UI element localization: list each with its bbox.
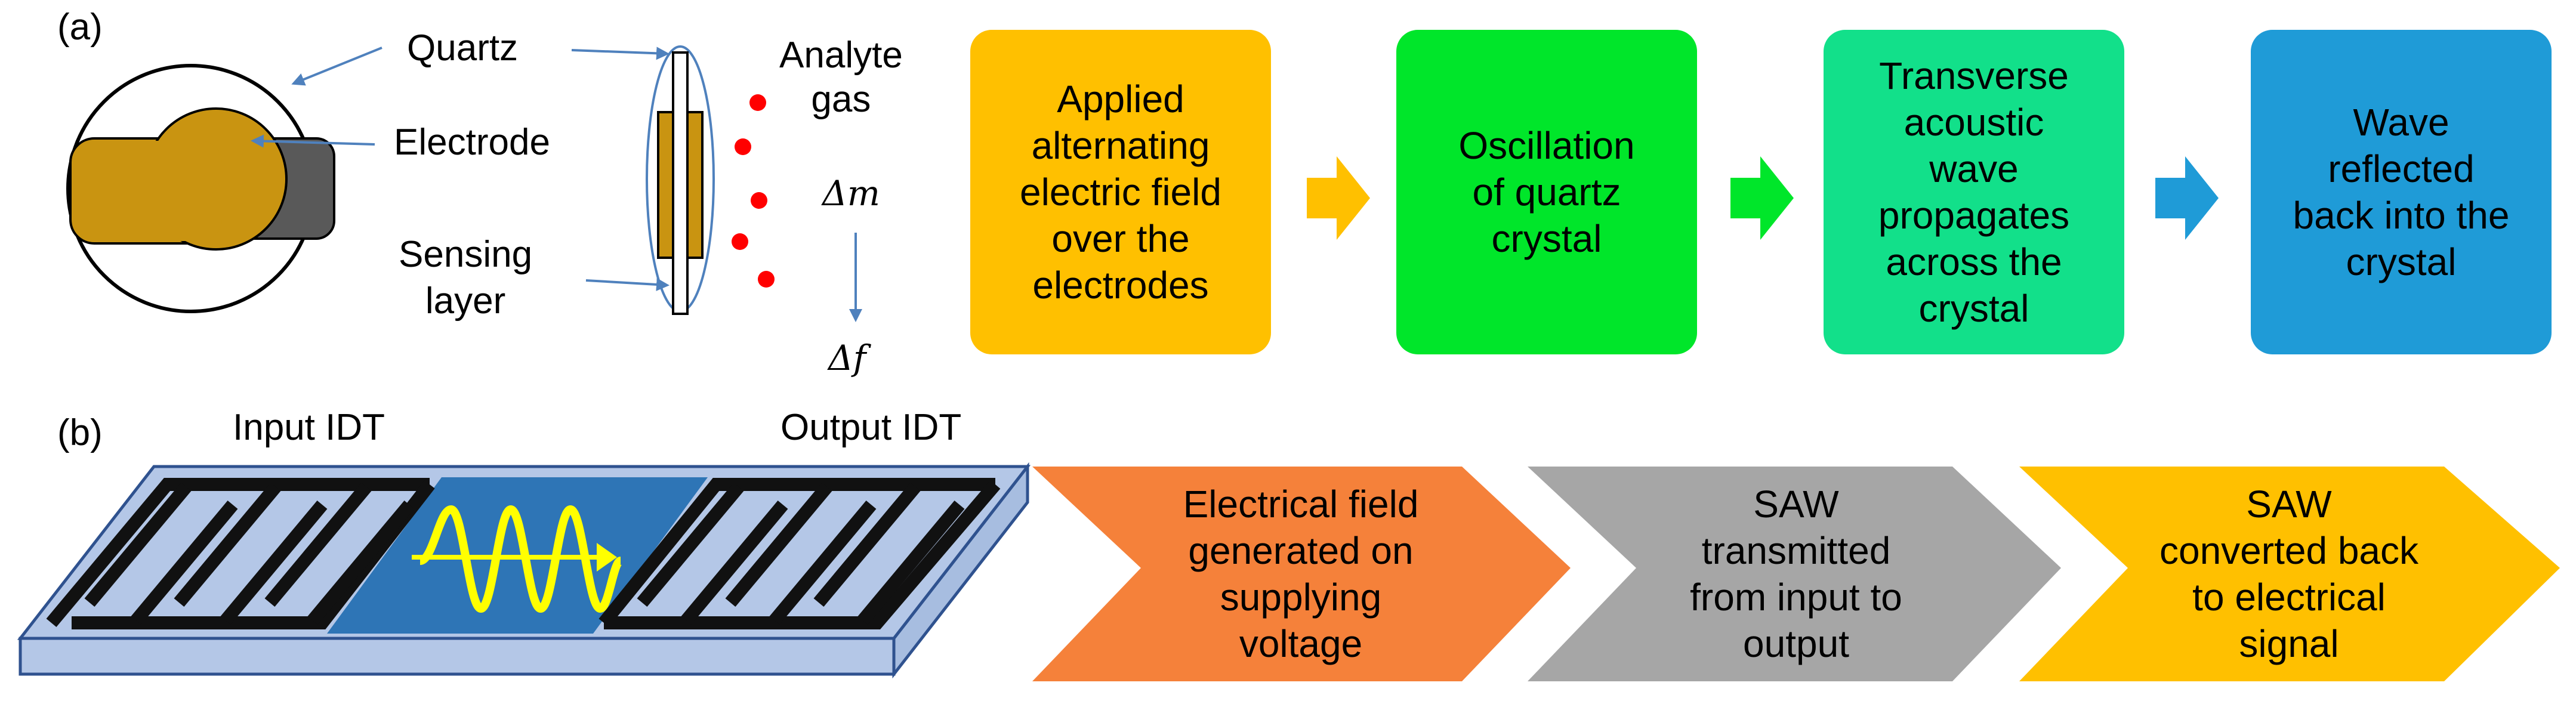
wave-direction-arrowhead — [597, 543, 617, 572]
input-idt-label: Input IDT — [233, 407, 385, 448]
flow-arrow-2 — [1730, 156, 1794, 240]
electrode-right-side — [686, 111, 704, 259]
flow-arrow-1 — [1307, 156, 1370, 240]
sensing-layer-label: Sensing layer — [399, 234, 533, 322]
analyte-gas-label: Analyte gas — [779, 35, 903, 121]
quartz-side-pointer — [571, 47, 670, 60]
substrate-front — [18, 637, 896, 676]
chevron-saw-converted — [2019, 467, 2560, 681]
step-text: SAW transmitted from input to output — [1690, 482, 1902, 666]
chevron-text-3: SAW converted back to electrical signal — [2122, 471, 2456, 677]
output-idt-label: Output IDT — [780, 407, 962, 448]
saw-wave — [418, 505, 623, 613]
electrode-pointer — [251, 134, 375, 148]
delta-f-label: Δf — [828, 338, 866, 378]
chevron-text-2: SAW transmitted from input to output — [1629, 471, 1963, 677]
step-box-applied-field: Applied alternating electric field over … — [970, 30, 1271, 354]
electrode-left-side — [657, 111, 674, 259]
step-box-oscillation: Oscillation of quartz crystal — [1396, 30, 1697, 354]
quartz-pointer — [291, 47, 382, 86]
step-text: Transverse acoustic wave propagates acro… — [1878, 54, 2070, 331]
quartz-label: Quartz — [407, 27, 519, 69]
sensing-layer-pointer — [585, 277, 670, 291]
analyte-dot — [749, 94, 766, 111]
input-idt — [46, 478, 435, 629]
step-box-reflected-wave: Wave reflected back into the crystal — [2251, 30, 2552, 354]
flow-arrow-3 — [2155, 156, 2219, 240]
output-idt — [599, 478, 1001, 629]
step-text: SAW converted back to electrical signal — [2159, 482, 2419, 666]
step-text: Applied alternating electric field over … — [1020, 77, 1221, 307]
panel-a-label: (a) — [57, 7, 103, 48]
step-box-transverse-wave: Transverse acoustic wave propagates acro… — [1824, 30, 2124, 354]
chevron-text-1: Electrical field generated on supplying … — [1134, 471, 1468, 677]
analyte-dot — [735, 138, 751, 155]
electrode-label: Electrode — [394, 122, 550, 163]
analyte-dot — [751, 192, 767, 209]
chevron-electrical-field — [1032, 467, 1571, 681]
panel-b-label: (b) — [57, 412, 103, 453]
step-text: Electrical field generated on supplying … — [1183, 482, 1419, 666]
chevron-saw-transmitted — [1528, 467, 2061, 681]
step-text: Wave reflected back into the crystal — [2293, 100, 2510, 284]
analyte-dot — [732, 233, 748, 250]
electrode-merge — [73, 141, 222, 241]
step-text: Oscillation of quartz crystal — [1458, 123, 1635, 261]
delta-m-label: Δm — [822, 173, 880, 214]
analyte-dot — [758, 271, 775, 288]
